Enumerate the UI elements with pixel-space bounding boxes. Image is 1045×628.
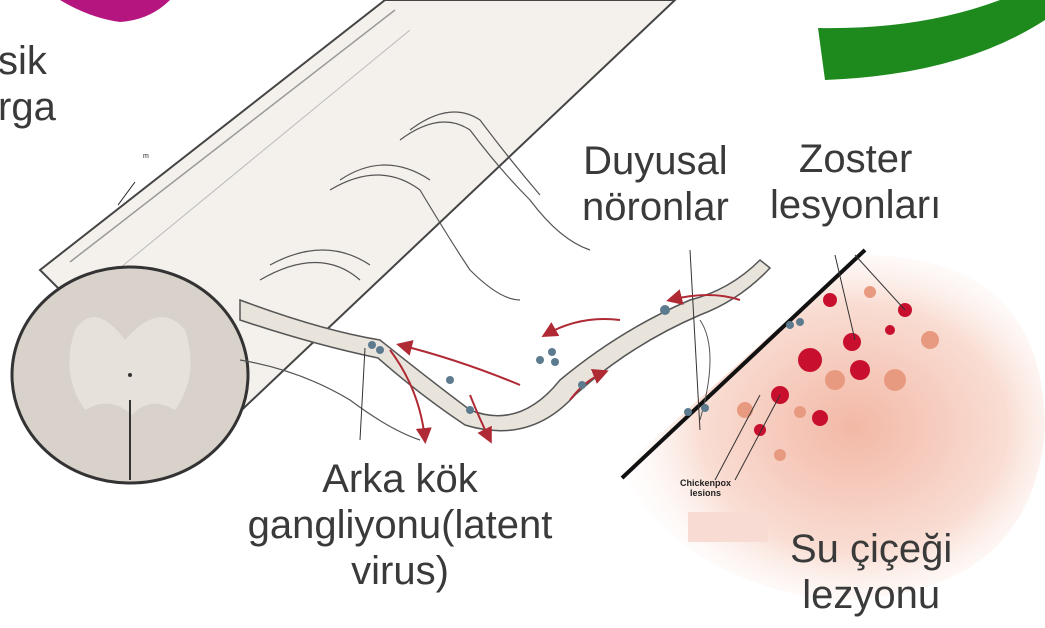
green-decoration (818, 0, 1045, 80)
spinal-cord (12, 0, 675, 483)
zoster-lesions-label: Zoster lesyonları (770, 136, 941, 228)
chickenpox-lesion-label: Su çiçeği lezyonu (790, 526, 952, 618)
magenta-decoration (60, 0, 170, 22)
dorsal-root-ganglion-label: Arka kök gangliyonu(latent virus) (240, 456, 560, 594)
sensory-neurons-label: Duyusal nöronlar (582, 138, 729, 230)
tiny-mark-label: m (143, 152, 149, 162)
chickenpox-small-label: Chickenpox lesions (680, 478, 731, 498)
left-top-label: sik rga (0, 38, 56, 130)
